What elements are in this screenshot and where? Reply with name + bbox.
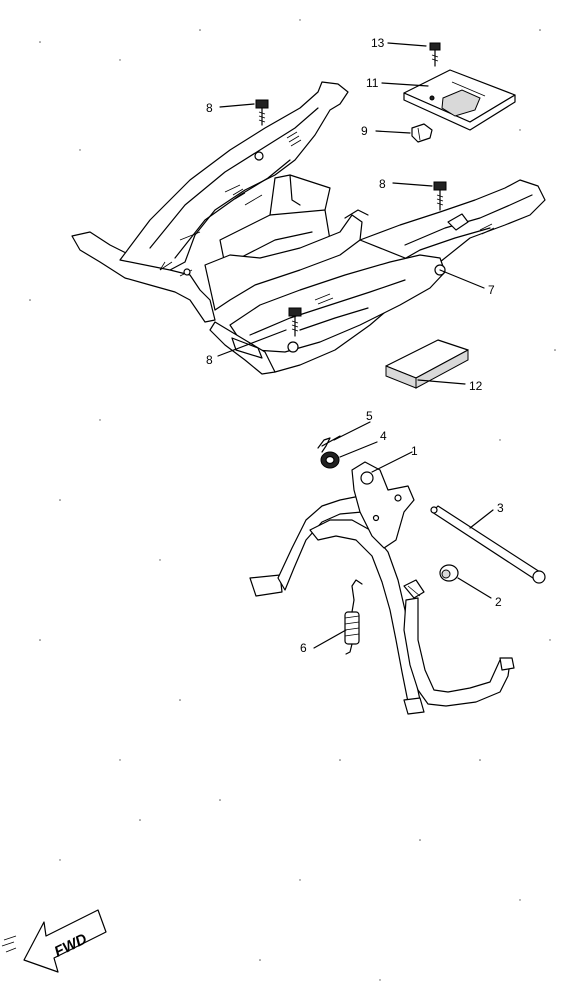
callout-8: 8 xyxy=(206,101,213,115)
callout-11: 11 xyxy=(366,76,379,90)
leader-lines xyxy=(217,42,494,649)
bolt-lower xyxy=(288,307,302,337)
callout-8: 8 xyxy=(206,353,213,367)
screw xyxy=(429,42,441,67)
callout-labels: 13 11 9 8 8 8 7 12 5 4 1 3 2 6 xyxy=(206,36,504,655)
collar xyxy=(439,564,459,582)
spring xyxy=(344,579,363,655)
cotter-pin xyxy=(317,435,341,453)
callout-5: 5 xyxy=(366,409,373,423)
callout-13: 13 xyxy=(371,36,385,50)
callout-1: 1 xyxy=(411,444,418,458)
fwd-arrow-icon xyxy=(23,909,107,973)
grommet xyxy=(411,123,433,143)
main-stand xyxy=(249,461,515,715)
cover-plate xyxy=(403,69,516,131)
callout-12: 12 xyxy=(469,379,483,393)
bolt-upper-left xyxy=(255,99,269,126)
callout-3: 3 xyxy=(497,501,504,515)
washer xyxy=(320,451,340,469)
scan-speckles xyxy=(29,19,556,981)
callout-8: 8 xyxy=(379,177,386,191)
floor-board xyxy=(71,81,546,375)
callout-2: 2 xyxy=(495,595,502,609)
callout-4: 4 xyxy=(380,429,387,443)
callout-6: 6 xyxy=(300,641,307,655)
callout-9: 9 xyxy=(361,124,368,138)
fwd-direction-badge: FWD xyxy=(1,909,107,973)
damper-block xyxy=(385,339,469,389)
callout-7: 7 xyxy=(488,283,495,297)
pivot-shaft xyxy=(430,505,546,584)
bolt-right xyxy=(433,181,447,211)
